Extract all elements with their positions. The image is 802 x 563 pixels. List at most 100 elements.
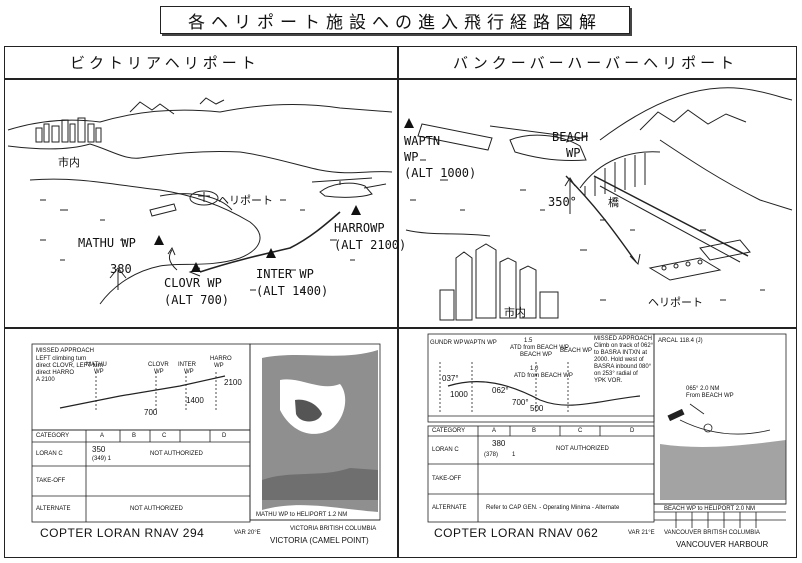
victoria-alt-not-authorized: NOT AUTHORIZED — [130, 506, 183, 512]
victoria-loran-c-label: LORAN C — [36, 451, 63, 457]
mathu-wp-label: MATHU WP — [78, 236, 136, 250]
vancouver-not-authorized: NOT AUTHORIZED — [556, 446, 609, 452]
harro-wp-label: HARROWP — [334, 221, 385, 235]
vancouver-dist-4: ATD from BEACH WP — [514, 373, 573, 379]
waptn-wp-label: WP — [404, 150, 419, 164]
vancouver-heading: バンクーバーハーバーヘリポート — [453, 54, 739, 72]
vancouver-map-note: BEACH WP to HELIPORT 2.0 NM — [664, 506, 756, 512]
vancouver-dist-3: 1.0 — [530, 366, 539, 372]
vancouver-map-note-1: 065° 2.0 NM — [686, 386, 720, 392]
victoria-loran-sub: (349) 1 — [92, 456, 112, 462]
vancouver-alt-500: 500 — [530, 404, 544, 413]
victoria-cat-d: D — [222, 433, 227, 439]
vancouver-alt-700: 700° — [512, 398, 529, 407]
victoria-wp-mathu: MATHU — [86, 362, 107, 368]
vertical-divider — [397, 46, 399, 558]
vancouver-missed-line-2: to BASRA INTXN at — [594, 350, 648, 356]
vancouver-place-2: VANCOUVER HARBOUR — [676, 540, 769, 549]
beach-label: BEACH — [552, 130, 589, 144]
vancouver-wp-beach-2: BEACH WP — [560, 348, 593, 354]
vancouver-chart-caption: COPTER LORAN RNAV 062 — [434, 526, 599, 540]
vancouver-cat-b: B — [532, 428, 537, 434]
victoria-var: VAR 20°E — [234, 530, 261, 536]
clovr-waypoint-marker — [191, 262, 201, 272]
figure-frame — [4, 46, 797, 558]
vancouver-missed-line-6: YPK VOR. — [594, 378, 623, 384]
beach-wp-label: WP — [566, 146, 581, 160]
inter-alt-label: (ALT 1400) — [256, 284, 329, 298]
victoria-map-note: MATHU WP to HELIPORT 1.2 NM — [256, 512, 348, 518]
vancouver-missed-approach: MISSED APPROACH — [594, 336, 653, 342]
mathu-waypoint-marker — [154, 235, 164, 245]
victoria-wp-mathu-sub: WP — [94, 369, 104, 375]
vancouver-alt-062: 062° — [492, 386, 509, 395]
document-title: 各ヘリポート施設への進入飛行経路図解 — [160, 6, 630, 34]
vancouver-wp-waptn: WAPTN WP — [464, 340, 497, 346]
victoria-heading: ビクトリアヘリポート — [70, 54, 260, 72]
victoria-not-authorized: NOT AUTHORIZED — [150, 451, 203, 457]
vancouver-var: VAR 21°E — [628, 530, 655, 536]
vancouver-loran-sub: (378) — [484, 452, 499, 458]
victoria-city-label: 市内 — [58, 156, 80, 169]
vancouver-wp-beach: BEACH WP — [520, 352, 553, 358]
victoria-cat-b: B — [132, 433, 137, 439]
middle-divider — [4, 327, 797, 329]
vancouver-category-label: CATEGORY — [432, 428, 466, 434]
waptn-waypoint-marker — [404, 118, 414, 128]
vancouver-alt-text: Refer to CAP GEN. - Operating Minima - A… — [486, 505, 620, 511]
vancouver-map-note-2: From BEACH WP — [686, 393, 734, 399]
victoria-loran-value: 350 — [92, 445, 106, 454]
clovr-alt-label: (ALT 700) — [164, 293, 230, 307]
victoria-chart-caption: COPTER LORAN RNAV 294 — [40, 526, 205, 540]
vancouver-missed-line-4: BASRA inbound 080° — [594, 364, 652, 370]
vancouver-loran-c-label: LORAN C — [432, 447, 459, 453]
victoria-missed-approach: MISSED APPROACH — [36, 348, 95, 354]
vancouver-loran-value: 380 — [492, 439, 506, 448]
vancouver-wp-gundr: GUNDR WP — [430, 340, 464, 346]
victoria-alternate-label: ALTERNATE — [36, 506, 71, 512]
bridge-label: 橋 — [608, 196, 619, 209]
vancouver-missed-line-5: on 253° radial of — [594, 371, 638, 377]
heading-label: 380 — [110, 262, 132, 276]
vancouver-dist-1: 1.5 — [524, 338, 533, 344]
header-divider — [4, 78, 797, 80]
vancouver-arcal: ARCAL 118.4 (J) — [658, 338, 703, 344]
victoria-wp-clovr: CLOVR — [148, 362, 169, 368]
victoria-category-label: CATEGORY — [36, 433, 70, 439]
victoria-wp-clovr-sub: WP — [154, 369, 164, 375]
harro-alt-label: (ALT 2100) — [334, 238, 407, 252]
vancouver-missed-line-1: Climb on track of 062° — [594, 343, 654, 349]
vancouver-alternate-label: ALTERNATE — [432, 505, 467, 511]
victoria-alt-2100: 2100 — [224, 378, 242, 387]
victoria-wp-inter: INTER — [178, 362, 196, 368]
vancouver-heliport-label: ヘリポート — [648, 296, 703, 309]
victoria-place-1: VICTORIA BRITISH COLUMBIA — [290, 526, 377, 532]
victoria-alt-700: 700 — [144, 408, 158, 417]
waptn-label: WAPTN — [404, 134, 441, 148]
clovr-wp-label: CLOVR WP — [164, 276, 222, 290]
inter-waypoint-marker — [266, 248, 276, 258]
vancouver-dist-2: ATD from BEACH WP — [510, 345, 569, 351]
victoria-cat-a: A — [100, 433, 105, 439]
victoria-missed-line-4: A 2100 — [36, 377, 55, 383]
vancouver-city-label: 市内 — [504, 306, 526, 319]
waptn-alt-label: (ALT 1000) — [404, 166, 477, 180]
vancouver-alt-1000: 1000 — [450, 390, 468, 399]
victoria-missed-line-2: direct CLOVR, LEFT turn — [36, 363, 103, 369]
victoria-wp-inter-sub: WP — [184, 369, 194, 375]
vancouver-takeoff-label: TAKE-OFF — [432, 476, 462, 482]
vancouver-cat-c: C — [578, 428, 583, 434]
victoria-place-2: VICTORIA (CAMEL POINT) — [270, 536, 369, 545]
victoria-missed-line-1: LEFT climbing turn — [36, 356, 87, 362]
vancouver-loran-sub-2: 1 — [512, 452, 516, 458]
victoria-takeoff-label: TAKE-OFF — [36, 478, 66, 484]
victoria-missed-line-3: direct HARRO — [36, 370, 75, 376]
victoria-alt-1400: 1400 — [186, 396, 204, 405]
victoria-wp-harro-sub: WP — [214, 363, 224, 369]
vancouver-cat-d: D — [630, 428, 635, 434]
inter-wp-label: INTER WP — [256, 267, 314, 281]
